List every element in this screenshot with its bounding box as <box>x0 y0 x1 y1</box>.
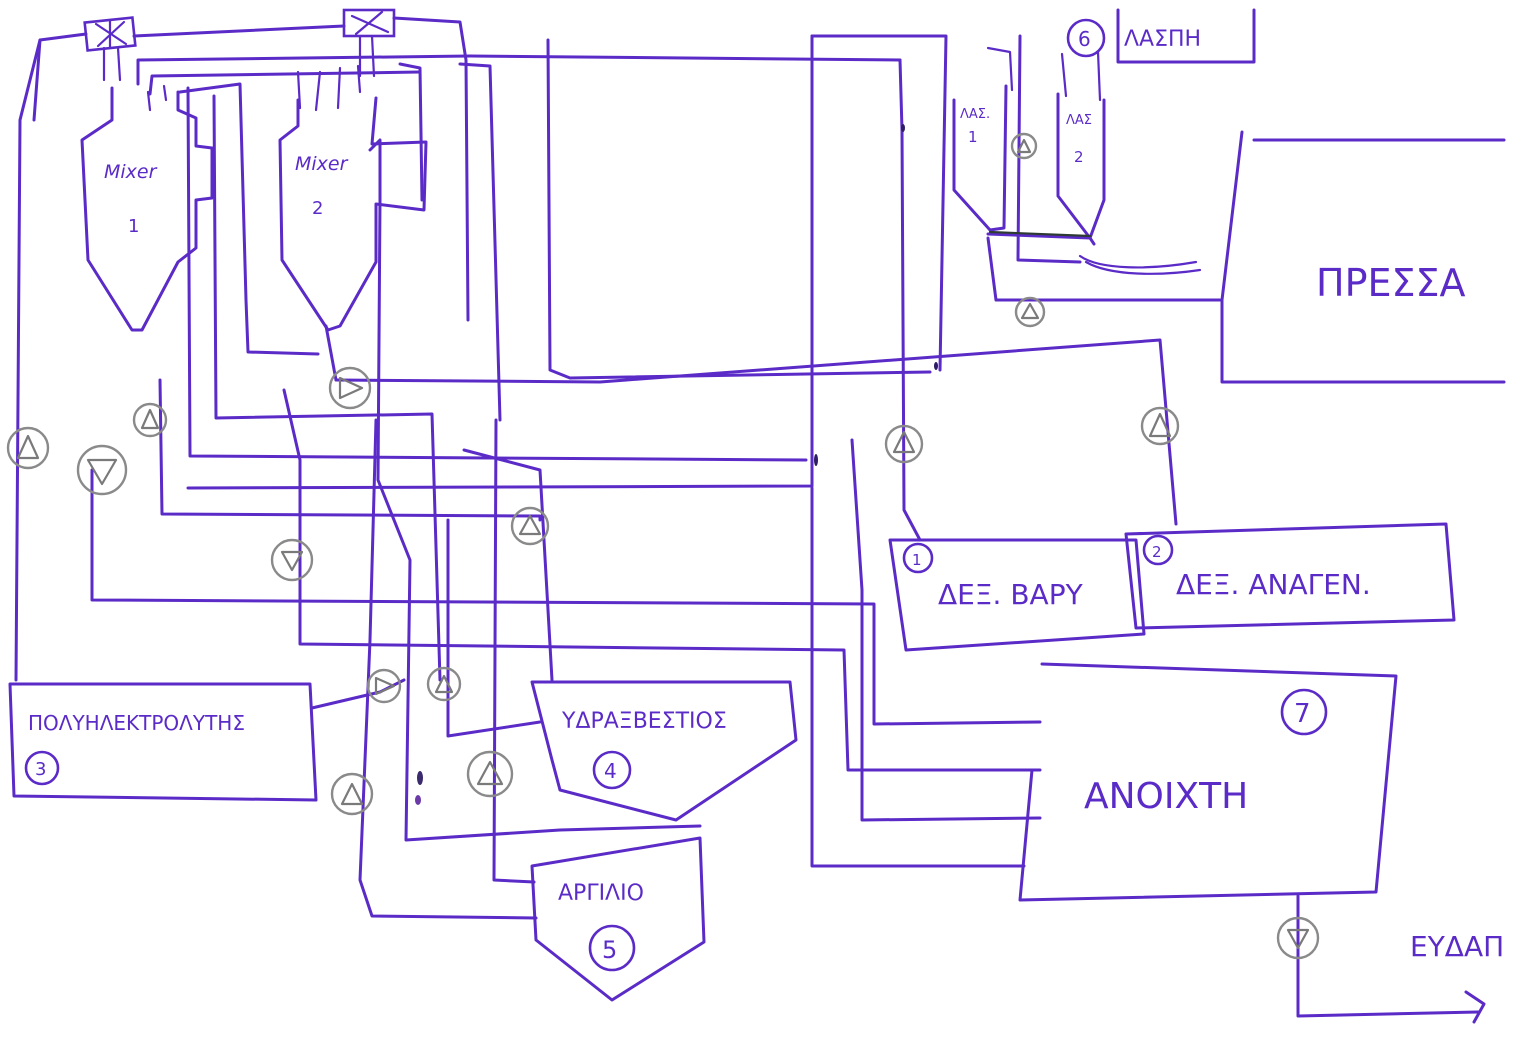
pump-icon <box>8 428 48 468</box>
tank-1-number: 1 <box>912 551 922 569</box>
tank-3-label: ΠΟΛΥΗΛΕΚΤΡΟΛΥΤΗΣ <box>28 711 245 735</box>
pump-icon <box>332 774 372 814</box>
tank-4-label: ΥΔΡΑΞΒΕΣΤΙΟΣ <box>561 709 727 734</box>
pump-icon <box>1016 298 1044 326</box>
tank-5-number: 5 <box>602 936 617 964</box>
tank-2-regeneration: 2 ΔΕΞ. ΑΝΑΓΕΝ. <box>1126 524 1454 628</box>
tank-7-number: 7 <box>1294 699 1311 729</box>
mixer-1-label: Mixer <box>104 161 158 183</box>
pump-icon <box>468 752 512 796</box>
silo-1-label: ΛΑΣ. <box>960 107 990 122</box>
tank-6-number: 6 <box>1078 27 1091 51</box>
ink-blot <box>934 362 938 370</box>
pump-icon <box>1012 134 1036 158</box>
pump-icon <box>330 368 370 408</box>
filter-press: ΠΡΕΣΣΑ <box>1222 132 1504 382</box>
tank-5-clay: ΑΡΓΙΛΙΟ 5 <box>532 838 704 1000</box>
piping-network <box>16 18 1220 918</box>
tank-6-label: ΛΑΣΠΗ <box>1124 27 1201 52</box>
silo-2-number: 2 <box>1074 148 1084 166</box>
mixer-2-label: Mixer <box>295 153 349 175</box>
pump-icon <box>1142 408 1178 444</box>
tank-3-polyelectrolyte: ΠΟΛΥΗΛΕΚΤΡΟΛΥΤΗΣ 3 <box>10 684 316 800</box>
ink-blot <box>901 124 905 132</box>
motor-mixer-2-icon <box>344 10 394 76</box>
outflow-label: ΕΥΔΑΠ <box>1410 930 1504 963</box>
ink-blot <box>417 771 423 785</box>
mixer-2: Mixer 2 <box>280 66 426 330</box>
silo-2-label: ΛΑΣ <box>1066 113 1092 128</box>
silo-1-number: 1 <box>968 128 978 146</box>
ink-blot <box>814 454 818 466</box>
tank-4-number: 4 <box>604 759 617 783</box>
tank-1-heavy: 1 ΔΕΞ. ΒΑΡΥ <box>890 540 1144 650</box>
motor-mixer-1-icon <box>85 18 136 80</box>
ink-blot <box>415 795 421 805</box>
tank-4-hydrated-lime: ΥΔΡΑΞΒΕΣΤΙΟΣ 4 <box>532 682 796 820</box>
tank-2-label: ΔΕΞ. ΑΝΑΓΕΝ. <box>1176 568 1371 601</box>
tank-7-open: ΑΝΟΙΧΤΗ 7 <box>1020 664 1396 900</box>
tank-1-label: ΔΕΞ. ΒΑΡΥ <box>938 578 1084 611</box>
screw-conveyor <box>1080 256 1200 274</box>
tank-6-sludge: 6 ΛΑΣΠΗ <box>1068 10 1254 62</box>
outflow-eydap: ΕΥΔΑΠ <box>1298 896 1504 1022</box>
pump-icon <box>272 540 312 580</box>
mixer-1-number: 1 <box>128 216 139 237</box>
pump-icon <box>78 446 126 494</box>
press-label: ΠΡΕΣΣΑ <box>1316 261 1466 305</box>
mixer-2-number: 2 <box>312 198 323 219</box>
mixer-1: Mixer 1 <box>82 86 212 330</box>
pump-icon <box>428 668 460 700</box>
sludge-silo-1: ΛΑΣ. 1 <box>954 48 1012 230</box>
tank-5-label: ΑΡΓΙΛΙΟ <box>558 881 644 906</box>
tank-2-number: 2 <box>1152 543 1162 561</box>
tank-3-number: 3 <box>35 759 46 780</box>
sludge-silo-2: ΛΑΣ 2 <box>1058 52 1104 238</box>
tank-7-label: ΑΝΟΙΧΤΗ <box>1084 776 1248 817</box>
